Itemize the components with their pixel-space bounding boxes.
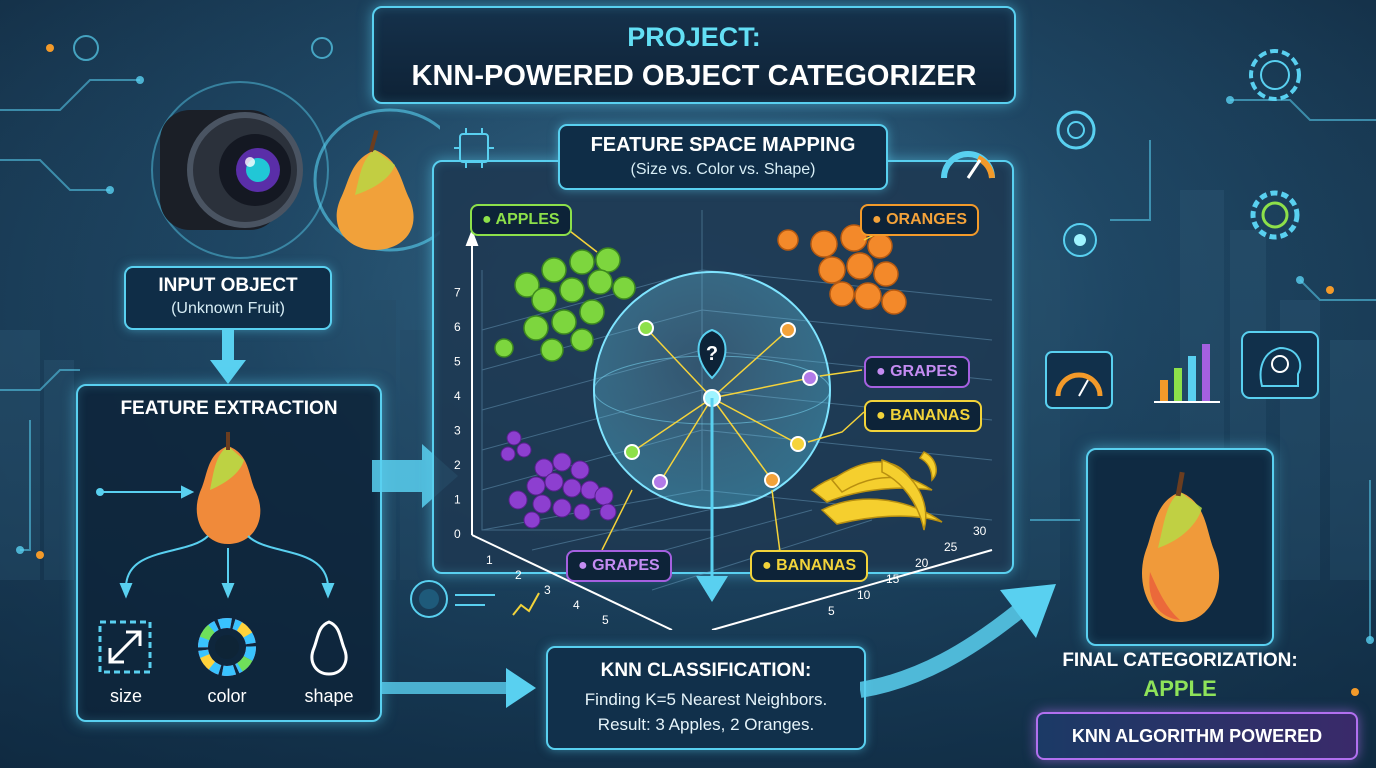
x-tick-label: 3 <box>544 583 551 597</box>
arrow-to-classification <box>696 576 728 602</box>
z-tick-label: 20 <box>915 556 929 570</box>
final-title: FINAL CATEGORIZATION: <box>1062 650 1298 671</box>
z-tick-label: 25 <box>944 540 958 554</box>
pear-feature-icon <box>196 432 261 544</box>
final-image-panel <box>1086 448 1274 646</box>
gauge-panel-icon <box>1045 351 1113 409</box>
y-tick-label: 1 <box>454 493 461 507</box>
x-tick-label: 5 <box>602 613 609 627</box>
bananas-tag-right: ● BANANAS <box>864 400 983 432</box>
y-tick-label: 7 <box>454 286 461 300</box>
input-object-subtitle: (Unknown Fruit) <box>171 300 285 317</box>
neighbor-links <box>631 327 811 483</box>
input-object-title: INPUT OBJECT <box>158 275 298 296</box>
query-question-mark: ? <box>706 343 718 365</box>
pear-shape-icon <box>310 620 348 676</box>
arrow-to-knn <box>380 668 536 708</box>
feature-space-plot: 0 1 2 3 4 5 6 7 1 2 3 4 5 6 5 10 15 20 25 30 <box>454 210 993 630</box>
feature-shape-label: shape <box>304 686 354 706</box>
z-tick-label: 30 <box>973 524 987 538</box>
knn-title: KNN CLASSIFICATION: <box>600 660 812 681</box>
chip-icon <box>454 128 494 168</box>
feature-color-label: color <box>207 686 247 706</box>
feature-space-subtitle: (Size vs. Color vs. Shape) <box>630 161 816 178</box>
x-tick-label: 2 <box>515 568 522 582</box>
z-tick-label: 10 <box>857 588 871 602</box>
knn-line-1: Finding K=5 Nearest Neighbors. <box>584 690 828 709</box>
gear-icon <box>1250 190 1300 240</box>
title-main: KNN-POWERED OBJECT CATEGORIZER <box>411 60 977 92</box>
knn-powered-text: KNN ALGORITHM POWERED <box>1071 726 1323 746</box>
final-result: APPLE <box>1143 676 1217 701</box>
title-project: PROJECT: <box>627 22 761 52</box>
camera-icon <box>160 110 303 230</box>
z-tick-label: 15 <box>886 572 900 586</box>
y-tick-label: 6 <box>454 320 461 334</box>
camera-capture <box>151 81 440 259</box>
grape-cluster <box>500 430 617 529</box>
feature-size-label: size <box>109 686 142 706</box>
arrow-to-final <box>860 584 1056 698</box>
banana-cluster <box>810 451 943 531</box>
y-tick-label: 3 <box>454 424 461 438</box>
color-wheel-icon <box>198 618 256 676</box>
y-tick-label: 5 <box>454 355 461 369</box>
apples-tag: ● APPLES <box>470 204 572 236</box>
gear-brain-icon <box>1249 49 1301 101</box>
right-circuit-icons <box>1056 110 1097 257</box>
apple-cluster <box>494 247 636 362</box>
plot-axes <box>465 229 993 630</box>
x-tick-label: 6 <box>631 628 638 630</box>
input-object-label: INPUT OBJECT (Unknown Fruit) <box>124 266 332 330</box>
neighbor-points <box>624 320 818 490</box>
feature-space-title: FEATURE SPACE MAPPING <box>590 134 856 156</box>
y-axis-ticks: 0 1 2 3 4 5 6 7 <box>454 286 461 542</box>
x-axis-ticks: 1 2 3 4 5 6 <box>486 553 638 630</box>
feature-space-title-box: FEATURE SPACE MAPPING (Size vs. Color vs… <box>558 124 888 190</box>
down-arrow-icon <box>210 330 246 384</box>
knn-powered-badge: KNN ALGORITHM POWERED <box>1036 712 1358 760</box>
oranges-tag: ● ORANGES <box>860 204 980 236</box>
x-tick-label: 4 <box>573 598 580 612</box>
orange-cluster <box>777 224 907 315</box>
knn-classification-box: KNN CLASSIFICATION: Finding K=5 Nearest … <box>546 646 866 750</box>
size-icon <box>98 620 152 674</box>
grapes-tag-right: ● GRAPES <box>864 356 970 388</box>
bar-chart-icon <box>1154 344 1220 403</box>
y-tick-label: 2 <box>454 458 461 472</box>
gauge-icon <box>941 151 995 179</box>
z-tick-label: 5 <box>828 604 835 618</box>
question-pin-icon: ? <box>697 328 727 380</box>
feature-extraction-panel: FEATURE EXTRACTION size color shape <box>76 384 382 722</box>
y-tick-label: 4 <box>454 389 461 403</box>
grapes-tag-bottom: ● GRAPES <box>566 550 672 582</box>
z-axis-ticks: 5 10 15 20 25 30 <box>828 524 987 618</box>
title-panel: PROJECT: KNN-POWERED OBJECT CATEGORIZER <box>372 6 1016 104</box>
ai-head-icon <box>1241 331 1319 399</box>
brain-circuit-icon <box>410 580 540 618</box>
pear-result-icon <box>1141 471 1220 622</box>
knn-line-2: Result: 3 Apples, 2 Oranges. <box>597 715 815 734</box>
feature-extraction-title: FEATURE EXTRACTION <box>120 398 338 419</box>
x-tick-label: 1 <box>486 553 493 567</box>
y-tick-label: 0 <box>454 527 461 541</box>
feature-tree <box>96 432 335 599</box>
pear-input-icon <box>336 129 414 250</box>
bananas-tag-bottom: ● BANANAS <box>750 550 869 582</box>
